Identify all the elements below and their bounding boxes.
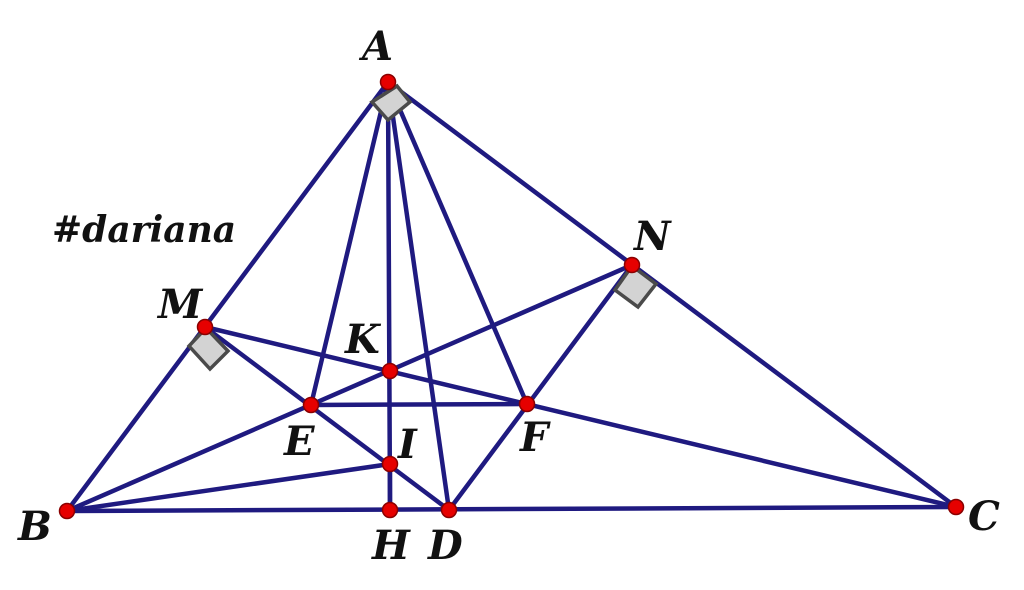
point-b bbox=[58, 502, 76, 520]
segment-bi bbox=[64, 461, 393, 514]
segment-bc bbox=[64, 504, 959, 514]
point-d bbox=[440, 501, 458, 519]
segment-mc bbox=[202, 324, 959, 510]
segment-bn bbox=[64, 262, 635, 514]
point-i bbox=[381, 455, 399, 473]
point-m bbox=[196, 318, 214, 336]
watermark-text: #dariana bbox=[52, 209, 236, 251]
point-label-e: E bbox=[283, 418, 315, 465]
point-label-i: I bbox=[397, 421, 418, 468]
point-label-h: H bbox=[371, 522, 411, 569]
point-label-m: M bbox=[156, 281, 204, 328]
point-n bbox=[623, 256, 641, 274]
point-e bbox=[302, 396, 320, 414]
segment-ef bbox=[308, 401, 530, 408]
segment-ah bbox=[385, 79, 393, 513]
point-label-k: K bbox=[344, 316, 382, 363]
point-label-f: F bbox=[519, 414, 551, 461]
segment-ac bbox=[385, 79, 959, 510]
point-label-d: D bbox=[427, 522, 463, 569]
point-a bbox=[379, 73, 397, 91]
point-c bbox=[947, 498, 965, 516]
point-label-c: C bbox=[968, 493, 1000, 540]
right-angle-marker-a bbox=[369, 83, 413, 123]
right-angle-marker-m bbox=[186, 325, 231, 372]
segments-layer bbox=[64, 79, 959, 514]
segment-ad bbox=[385, 79, 452, 513]
point-f bbox=[518, 395, 536, 413]
segment-ae bbox=[308, 79, 391, 408]
point-k bbox=[381, 362, 399, 380]
segment-md bbox=[202, 324, 452, 513]
segment-nd bbox=[446, 262, 635, 513]
segment-ab bbox=[64, 79, 391, 514]
segment-af bbox=[385, 79, 530, 407]
points-layer bbox=[58, 73, 965, 520]
point-label-n: N bbox=[632, 213, 672, 260]
right-angle-markers bbox=[186, 83, 659, 372]
point-label-b: B bbox=[17, 503, 52, 550]
right-angle-marker-n bbox=[612, 263, 659, 310]
point-label-a: A bbox=[358, 23, 393, 70]
point-h bbox=[381, 501, 399, 519]
